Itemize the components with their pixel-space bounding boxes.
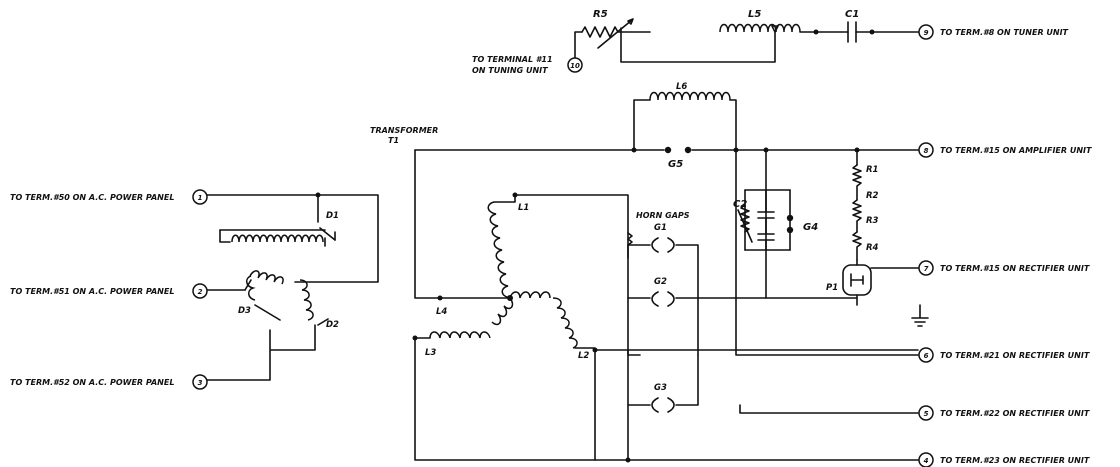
- svg-text:8: 8: [924, 147, 929, 155]
- l6-g5-branch: L6 G5: [414, 82, 919, 170]
- g4-label: G4: [803, 222, 818, 233]
- terminal-5-label: TO TERM.#22 ON RECTIFIER UNIT: [940, 409, 1090, 418]
- terminal-1: 1 TO TERM.#50 ON A.C. POWER PANEL: [10, 189, 208, 205]
- g3-label: G3: [654, 383, 667, 393]
- l4-label: L4: [436, 307, 447, 317]
- resistor-chain: R1 R2 R3 R4 P1: [735, 149, 929, 327]
- c2-label: C2: [733, 199, 747, 210]
- svg-text:9: 9: [924, 29, 929, 37]
- terminal-3: 3 TO TERM.#52 ON A.C. POWER PANEL: [10, 374, 208, 390]
- terminal-4: 4 TO TERM.#23 ON RECTIFIER UNIT: [918, 452, 1090, 467]
- svg-text:6: 6: [924, 352, 929, 360]
- g1-label: G1: [654, 223, 667, 233]
- svg-text:5: 5: [924, 410, 929, 418]
- junction-dot: [869, 29, 875, 35]
- terminal-7-label: TO TERM.#15 ON RECTIFIER UNIT: [940, 264, 1090, 273]
- g5-label: G5: [668, 159, 683, 170]
- terminal-6: 6 TO TERM.#21 ON RECTIFIER UNIT: [918, 347, 1090, 363]
- terminal-8-label: TO TERM.#15 ON AMPLIFIER UNIT: [940, 146, 1092, 155]
- svg-text:10: 10: [570, 62, 580, 70]
- l5-label: L5: [748, 9, 761, 20]
- svg-text:1: 1: [198, 194, 203, 202]
- terminal-9: 9 TO TERM.#8 ON TUNER UNIT: [918, 24, 1069, 40]
- left-network: D1 D2 D3: [206, 192, 379, 381]
- terminal-10: 10 TO TERMINAL #11 ON TUNING UNIT: [472, 55, 583, 75]
- horn-gaps: HORN GAPS G1 G2 G3: [627, 211, 919, 461]
- tuner-branch: R5 L5 C1: [574, 9, 919, 63]
- l6-label: L6: [676, 82, 687, 92]
- terminal-8: 8 TO TERM.#15 ON AMPLIFIER UNIT: [918, 142, 1092, 158]
- transformer-label: TRANSFORMER: [370, 126, 438, 135]
- svg-text:3: 3: [198, 379, 203, 387]
- terminal-9-label: TO TERM.#8 ON TUNER UNIT: [940, 28, 1069, 37]
- l2-label: L2: [578, 351, 589, 361]
- terminal-2: 2 TO TERM.#51 ON A.C. POWER PANEL: [10, 283, 208, 299]
- terminal-4-label: TO TERM.#23 ON RECTIFIER UNIT: [940, 456, 1090, 465]
- d2-label: D2: [326, 320, 339, 330]
- r2-label: R2: [866, 191, 879, 201]
- transformer-t1: L1 L2 L3 L4: [412, 149, 919, 463]
- d1-label: D1: [326, 211, 339, 221]
- l1-label: L1: [518, 203, 529, 213]
- svg-text:2: 2: [198, 288, 203, 296]
- d3-label: D3: [238, 306, 251, 316]
- r4-label: R4: [866, 243, 879, 253]
- junction-dot: [813, 29, 819, 35]
- transformer-t1-label: T1: [388, 136, 399, 145]
- l3-label: L3: [425, 348, 436, 358]
- c1-label: C1: [845, 9, 859, 20]
- terminal-10-label-line2: ON TUNING UNIT: [472, 66, 548, 75]
- svg-text:7: 7: [924, 265, 929, 273]
- terminal-2-label: TO TERM.#51 ON A.C. POWER PANEL: [10, 287, 174, 296]
- p1-label: P1: [826, 283, 838, 293]
- terminal-7: 7 TO TERM.#15 ON RECTIFIER UNIT: [918, 260, 1090, 276]
- r1-label: R1: [866, 165, 878, 175]
- horn-gaps-label: HORN GAPS: [636, 211, 690, 220]
- r3-label: R3: [866, 216, 879, 226]
- terminal-10-label-line1: TO TERMINAL #11: [472, 55, 553, 64]
- terminal-1-label: TO TERM.#50 ON A.C. POWER PANEL: [10, 193, 174, 202]
- terminal-3-label: TO TERM.#52 ON A.C. POWER PANEL: [10, 378, 174, 387]
- r5-label: R5: [593, 9, 608, 20]
- svg-text:4: 4: [924, 457, 929, 465]
- c2-g4-network: C2 G4: [733, 149, 919, 356]
- terminal-5: 5 TO TERM.#22 ON RECTIFIER UNIT: [918, 405, 1090, 421]
- terminal-6-label: TO TERM.#21 ON RECTIFIER UNIT: [940, 351, 1090, 360]
- g2-label: G2: [654, 277, 667, 287]
